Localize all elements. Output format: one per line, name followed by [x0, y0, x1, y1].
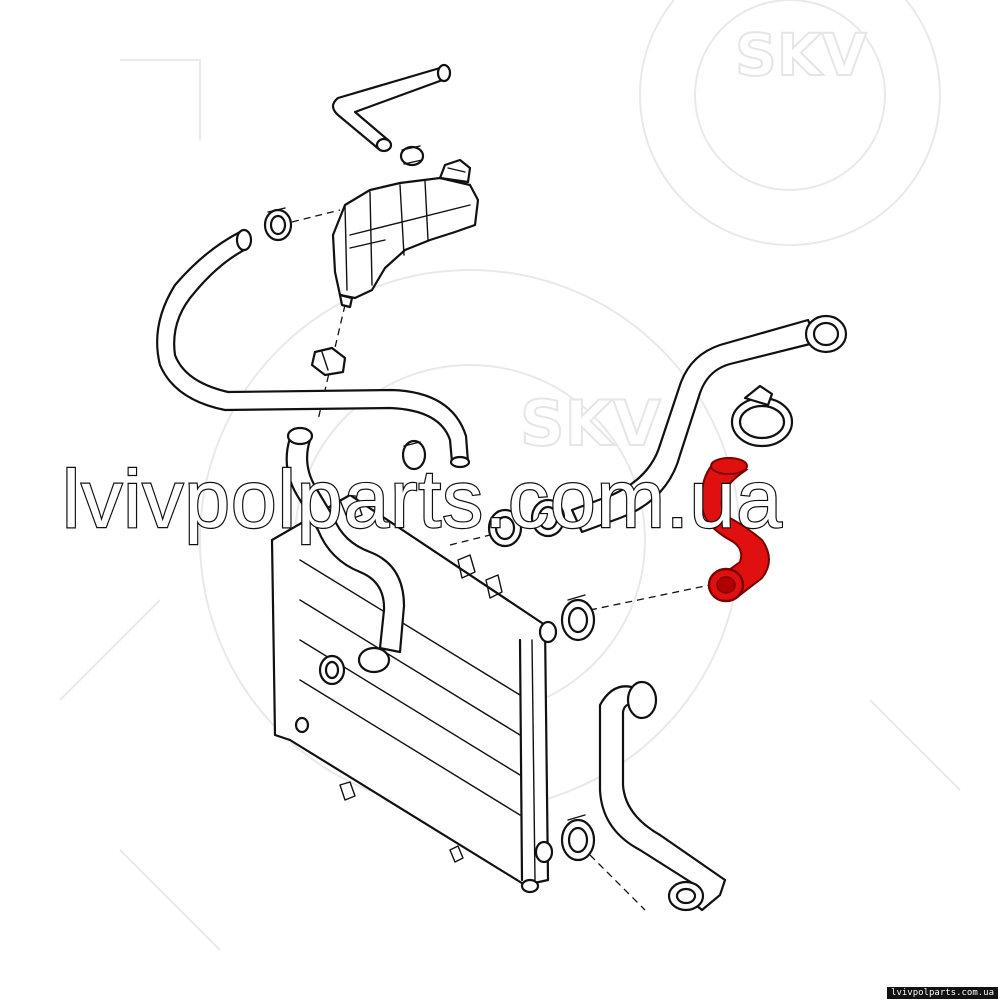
coolant-hose-icon [570, 314, 848, 534]
hose-clamp-icon [263, 207, 293, 242]
overflow-pipe [331, 63, 452, 153]
radiator-icon [270, 492, 558, 894]
hose-clamp-icon [318, 654, 346, 686]
hose-clamp-icon [310, 346, 347, 377]
footer-caption: lvivpolparts.com.ua [887, 987, 998, 999]
hose-clamp-icon [530, 498, 566, 538]
coolant-hose-icon [598, 680, 727, 912]
hose-clamp-icon [560, 594, 596, 642]
highlighted-hose-part[interactable] [700, 457, 770, 603]
hose-clamp-icon [487, 508, 523, 548]
watermark-site-text: lvivpolparts.com.ua [62, 454, 783, 545]
hose-clamp-icon [399, 145, 425, 167]
hose-clamp-icon [401, 439, 427, 471]
watermark-brand-center: SKV [520, 387, 661, 460]
hose-clamp-icon [730, 384, 794, 448]
coolant-hose-icon [285, 426, 406, 674]
hose-clamp-icon [560, 814, 596, 862]
watermark-brand-upper: SKV [735, 21, 867, 89]
coolant-hose-icon [156, 228, 471, 469]
expansion-tank-icon [331, 158, 480, 309]
